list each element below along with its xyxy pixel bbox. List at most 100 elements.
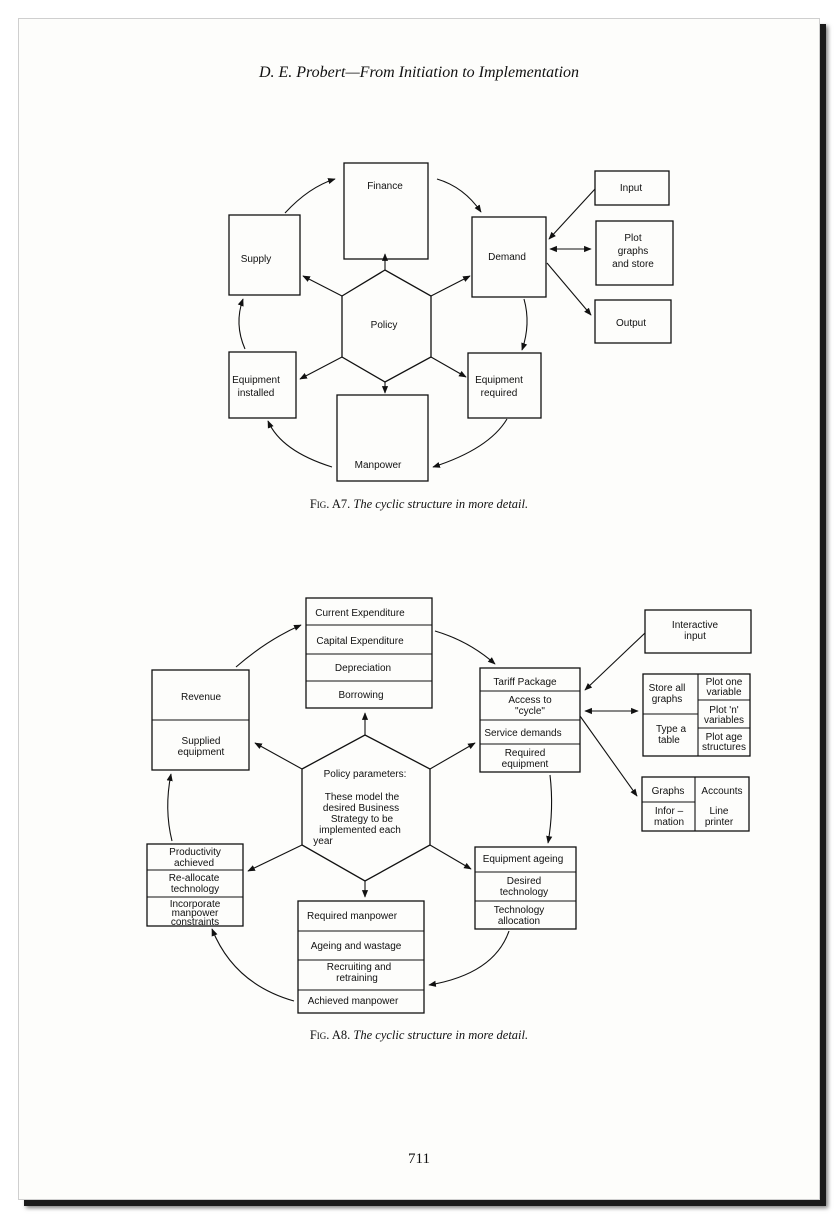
equipment-ageing-stack-box	[474, 846, 577, 930]
desired-tech-line2: technology	[500, 887, 548, 898]
required-equipment-line1: Required	[505, 748, 546, 759]
information-line1: Infor –	[655, 806, 684, 817]
access-line2: "cycle"	[515, 706, 545, 717]
reallocate-line2: technology	[171, 884, 219, 895]
required-equipment-line2: equipment	[502, 759, 549, 770]
input-label: Input	[620, 183, 642, 194]
fig-a7-caption-text: The cyclic structure in more detail.	[353, 497, 529, 511]
plot-age-line1: Plot age	[706, 732, 743, 743]
tech-allocation-line2: allocation	[498, 916, 540, 927]
productivity-line2: achieved	[174, 858, 214, 869]
policy-body-line1: These model the	[325, 792, 400, 803]
borrowing-label: Borrowing	[338, 690, 383, 701]
supply-box	[228, 214, 301, 296]
plot-line2: graphs	[618, 246, 649, 257]
figures-canvas: Finance Supply Demand Policy Equipment i…	[146, 162, 752, 1014]
policy-to-supply-arrow	[302, 275, 343, 297]
plot-one-line2: variable	[706, 687, 741, 698]
store-all-line2: graphs	[652, 694, 683, 705]
policy-body-line5: year	[313, 836, 333, 847]
current-expenditure-label: Current Expenditure	[315, 608, 405, 619]
store-graphs-box	[642, 673, 751, 757]
fig-a8-caption-text: The cyclic structure in more detail.	[353, 1028, 529, 1042]
policy-to-tariff-arrow	[429, 742, 476, 770]
plot-graphs-box	[595, 220, 674, 286]
fig-a7-caption: Fig. A7. The cyclic structure in more de…	[19, 497, 819, 512]
accounts-label: Accounts	[701, 786, 742, 797]
recruiting-line1: Recruiting and	[327, 962, 391, 973]
information-line2: mation	[654, 817, 684, 828]
tariff-to-graphs-arrow	[579, 715, 638, 797]
supplied-line1: Supplied	[182, 736, 221, 747]
plot-n-line2: variables	[704, 715, 744, 726]
manpower-box	[336, 394, 429, 482]
fig-a8-diagram: Current Expenditure Capital Expenditure …	[146, 597, 752, 1014]
line-printer-line2: printer	[705, 817, 734, 828]
plot-line3: and store	[612, 259, 654, 270]
finance-stack-box	[305, 597, 433, 709]
equipment-ageing-to-manpower-arrow	[428, 930, 510, 987]
finance-to-demand-arrow	[436, 178, 482, 213]
finance-label: Finance	[367, 181, 403, 192]
manpower-label: Manpower	[355, 460, 402, 471]
plot-age-line2: structures	[702, 742, 746, 753]
type-table-line1: Type a	[656, 724, 686, 735]
manpower-stack-box	[297, 900, 425, 1014]
plot-line1: Plot	[624, 233, 641, 244]
tariff-to-equipment-ageing-arrow	[546, 774, 553, 844]
finance-to-tariff-arrow	[434, 630, 496, 665]
incorporate-line2: manpower	[172, 908, 219, 919]
policy-body-line2: desired Business	[323, 803, 399, 814]
incorporate-line1: Incorporate	[170, 899, 221, 910]
equipment-installed-line1: Equipment	[232, 375, 280, 386]
finance-box	[343, 162, 429, 260]
productivity-to-revenue-arrow	[166, 773, 173, 842]
required-manpower-label: Required manpower	[307, 911, 398, 922]
policy-to-equipment-ageing-arrow	[429, 844, 472, 870]
productivity-stack-box	[146, 843, 244, 927]
interactive-input-to-tariff-arrow	[584, 632, 646, 691]
capital-expenditure-label: Capital Expenditure	[316, 636, 404, 647]
policy-body-line3: Strategy to be	[331, 814, 394, 825]
equipment-required-line1: Equipment	[475, 375, 523, 386]
interactive-input-box	[644, 609, 752, 654]
type-table-line2: table	[658, 735, 680, 746]
fig-a7-diagram: Finance Supply Demand Policy Equipment i…	[228, 162, 674, 482]
interactive-line2: input	[684, 631, 706, 642]
incorporate-line3: constraints	[171, 917, 219, 928]
equipment-installed-to-supply-arrow	[237, 298, 246, 350]
demand-label: Demand	[488, 252, 526, 263]
policy-to-revenue-arrow	[254, 742, 303, 770]
interactive-line1: Interactive	[672, 620, 719, 631]
equipment-required-to-manpower-arrow	[432, 418, 508, 468]
manpower-to-equipment-installed-arrow	[267, 420, 333, 468]
demand-box	[471, 216, 547, 298]
tech-allocation-line1: Technology	[494, 905, 545, 916]
supply-label: Supply	[241, 254, 272, 265]
page-number: 711	[408, 1151, 430, 1167]
fig-a8-caption-label: Fig. A8.	[309, 1028, 351, 1042]
equipment-required-box	[467, 352, 542, 419]
graphs-label: Graphs	[652, 786, 685, 797]
equipment-required-line2: required	[481, 388, 518, 399]
service-demands-label: Service demands	[484, 728, 561, 739]
equipment-installed-box	[228, 351, 297, 419]
fig-a7-caption-label: Fig. A7.	[309, 497, 351, 511]
policy-parameters-title: Policy parameters:	[324, 769, 407, 780]
policy-to-equipment-installed-arrow	[299, 356, 343, 380]
fig-a8-caption: Fig. A8. The cyclic structure in more de…	[19, 1028, 819, 1043]
demand-to-equipment-required-arrow	[521, 298, 528, 351]
ageing-wastage-label: Ageing and wastage	[311, 941, 402, 952]
policy-body-line4: implemented each	[319, 825, 401, 836]
policy-to-demand-arrow	[430, 275, 471, 297]
productivity-line1: Productivity	[169, 847, 221, 858]
revenue-label: Revenue	[181, 692, 221, 703]
running-head: D. E. Probert—From Initiation to Impleme…	[258, 64, 580, 81]
achieved-manpower-label: Achieved manpower	[308, 996, 399, 1007]
reallocate-line1: Re-allocate	[169, 873, 220, 884]
equipment-ageing-label: Equipment ageing	[483, 854, 564, 865]
depreciation-label: Depreciation	[335, 663, 391, 674]
policy-to-productivity-arrow	[247, 844, 303, 872]
demand-to-output-arrow	[546, 262, 592, 316]
book-page: D. E. Probert—From Initiation to Impleme…	[18, 18, 820, 1200]
